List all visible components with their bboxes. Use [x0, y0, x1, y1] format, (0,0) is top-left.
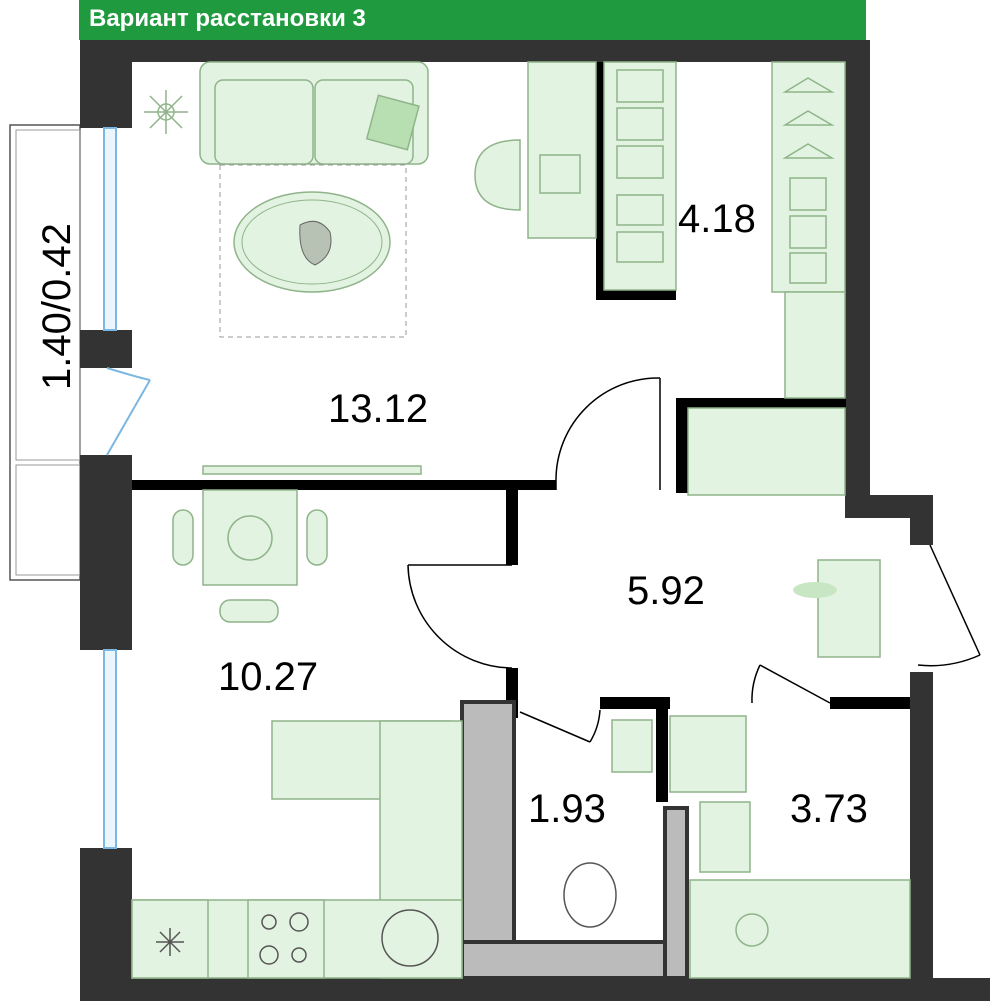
- header-bar: Вариант расстановки 3: [79, 0, 866, 40]
- rug: [219, 164, 407, 338]
- hangers: [782, 77, 835, 159]
- plan-title: Вариант расстановки 3: [89, 5, 366, 32]
- balcony-door: [106, 367, 151, 456]
- inner-walls: [132, 62, 910, 802]
- plant-icon: [144, 90, 188, 134]
- doors: [407, 377, 981, 743]
- kitchen-counter: [131, 720, 463, 979]
- sofa: [199, 61, 429, 165]
- sink-icon: [381, 909, 439, 967]
- shafts: [460, 700, 689, 980]
- stove-icon: [259, 912, 309, 965]
- bathroom-fixtures: [669, 715, 911, 979]
- mirror: [793, 559, 881, 658]
- fridge-icon: [156, 928, 184, 956]
- dining-table: [172, 489, 328, 623]
- area-kitchen: 10.27: [218, 655, 318, 699]
- wardrobe-shelves: [603, 61, 846, 399]
- area-wardrobe: 4.18: [678, 197, 756, 241]
- hallway-wardrobe: [687, 407, 846, 496]
- area-living-room: 13.12: [328, 387, 428, 431]
- tv: [202, 465, 422, 475]
- balcony: 1.40/0.42: [9, 124, 81, 581]
- area-labels: 13.12 4.18 5.92 10.27 1.93 3.73: [218, 197, 868, 831]
- area-toilet: 1.93: [528, 787, 606, 831]
- desk: [474, 61, 597, 239]
- windows: [103, 127, 117, 849]
- area-bathroom: 3.73: [790, 787, 868, 831]
- balcony-label: 1.40/0.42: [35, 223, 79, 390]
- cat-bed: [233, 191, 391, 293]
- area-hallway: 5.92: [627, 569, 705, 613]
- outer-walls: [80, 40, 990, 1001]
- toilet-fixtures: [563, 719, 653, 928]
